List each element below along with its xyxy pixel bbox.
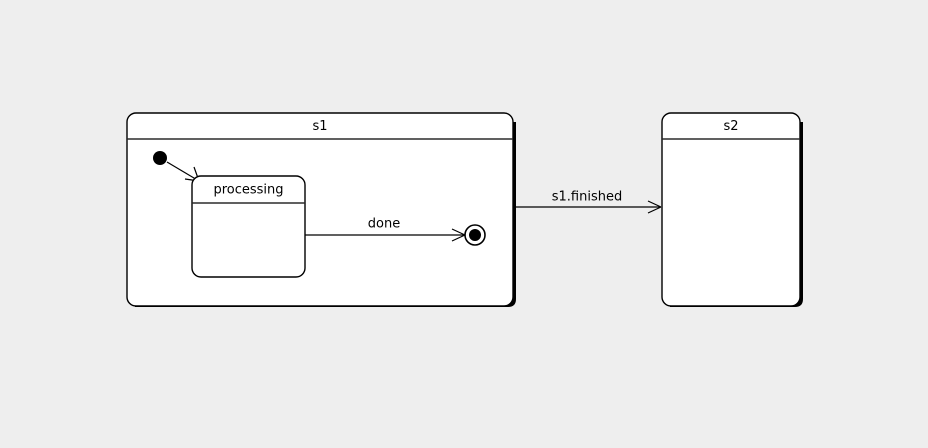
state-processing-box (191, 175, 306, 278)
state-s1-label: s1 (312, 119, 327, 134)
transition-s1-finished[interactable]: s1.finished (514, 190, 662, 214)
initial-state-marker[interactable] (153, 151, 167, 165)
state-s1-box (126, 112, 514, 307)
transition-done-arrowhead (451, 228, 466, 242)
final-state-marker[interactable] (464, 224, 486, 246)
transition-done-label: done (368, 217, 400, 232)
state-s1[interactable]: s1 (126, 112, 516, 307)
state-processing-label: processing (213, 183, 283, 198)
state-processing[interactable]: processing (191, 175, 306, 278)
state-s2-label: s2 (723, 119, 738, 134)
transition-initial-line (166, 161, 200, 182)
final-state-inner-dot (469, 229, 481, 241)
transition-s1-finished-label: s1.finished (552, 190, 622, 205)
transition-done[interactable]: done (305, 217, 466, 242)
transition-s1-finished-arrowhead (647, 200, 662, 214)
state-s2[interactable]: s2 (661, 112, 803, 307)
state-s2-box (661, 112, 801, 307)
